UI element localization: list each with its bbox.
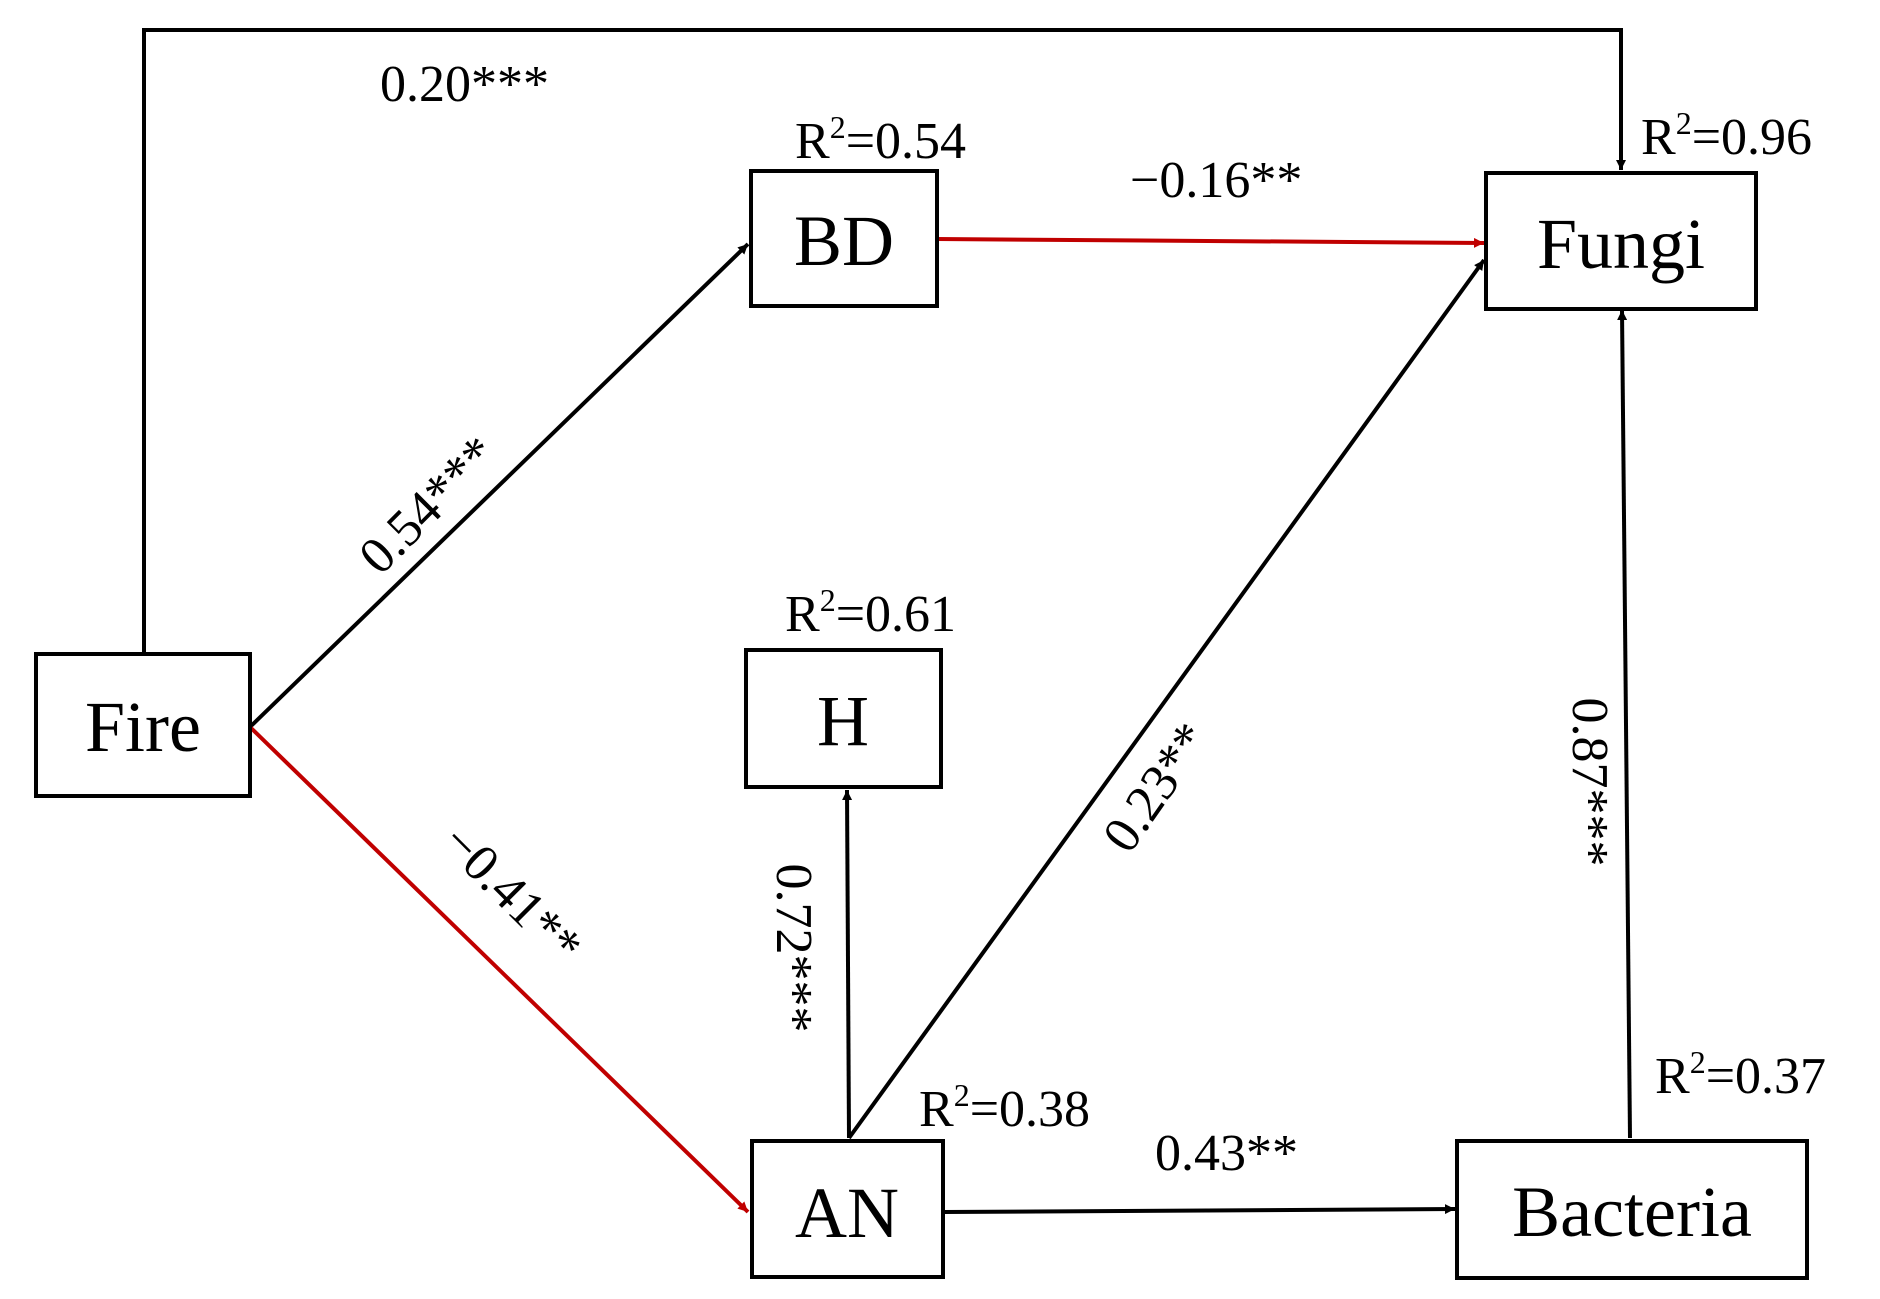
- node-bacteria: Bacteria R2=0.37: [1455, 1044, 1826, 1280]
- node-an-box: [750, 1139, 945, 1279]
- edge-an-to-fungi: [847, 258, 1486, 1140]
- node-an-label: AN: [795, 1173, 899, 1253]
- node-bacteria-r2: R2=0.37: [1655, 1044, 1826, 1105]
- node-fire-box: [34, 652, 252, 798]
- node-bacteria-box: [1455, 1139, 1809, 1280]
- node-h-box: [744, 648, 943, 789]
- coef-bacteria-to-fungi: 0.87***: [1561, 698, 1618, 867]
- node-bd: BD R2=0.54: [749, 109, 966, 308]
- node-bacteria-label: Bacteria: [1512, 1172, 1752, 1252]
- node-bd-label: BD: [794, 201, 894, 281]
- edge-an-to-h: [842, 789, 853, 1139]
- coef-an-to-h: 0.72***: [765, 864, 822, 1033]
- node-fungi-box: [1484, 171, 1758, 311]
- node-h-r2: R2=0.61: [785, 582, 956, 643]
- edge-fire-to-bd: [248, 242, 750, 729]
- node-fungi: Fungi R2=0.96: [1484, 105, 1812, 311]
- edge-bd-to-fungi: [936, 237, 1485, 248]
- edge-an-to-bacteria: [943, 1204, 1456, 1215]
- edge-fire-to-fungi: [142, 28, 1626, 652]
- node-fire: Fire: [34, 652, 252, 798]
- node-h: H R2=0.61: [744, 582, 956, 789]
- coef-fire-to-fungi: 0.20***: [380, 56, 549, 113]
- coef-bd-to-fungi: −0.16**: [1130, 152, 1302, 209]
- edge-fire-to-an: [248, 725, 750, 1214]
- coef-fire-to-bd: 0.54***: [348, 425, 508, 585]
- coef-an-to-bacteria: 0.43**: [1155, 1125, 1298, 1182]
- node-fungi-r2: R2=0.96: [1641, 105, 1812, 166]
- node-bd-box: [749, 169, 939, 308]
- coef-fire-to-an: −0.41**: [431, 813, 593, 975]
- node-fungi-label: Fungi: [1537, 204, 1705, 284]
- node-fire-label: Fire: [85, 687, 201, 767]
- coef-an-to-fungi: 0.23**: [1092, 713, 1221, 863]
- node-h-label: H: [817, 681, 869, 761]
- node-bd-r2: R2=0.54: [795, 109, 966, 170]
- edge-bacteria-to-fungi: [1617, 309, 1632, 1139]
- node-an-r2: R2=0.38: [919, 1077, 1090, 1138]
- node-an: AN R2=0.38: [750, 1077, 1090, 1279]
